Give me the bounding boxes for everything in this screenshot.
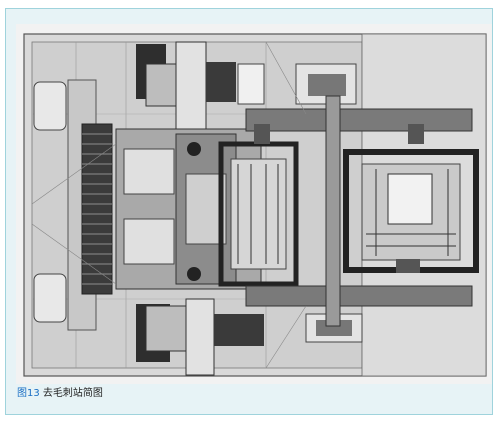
figure-number: 图13	[17, 388, 40, 399]
figure-caption: 图13 去毛刺站简图	[17, 387, 103, 401]
figure-title: 去毛刺站简图	[42, 388, 103, 399]
cad-drawing	[16, 24, 492, 384]
deburring-station-drawing	[16, 24, 492, 384]
figure-frame	[5, 8, 493, 415]
